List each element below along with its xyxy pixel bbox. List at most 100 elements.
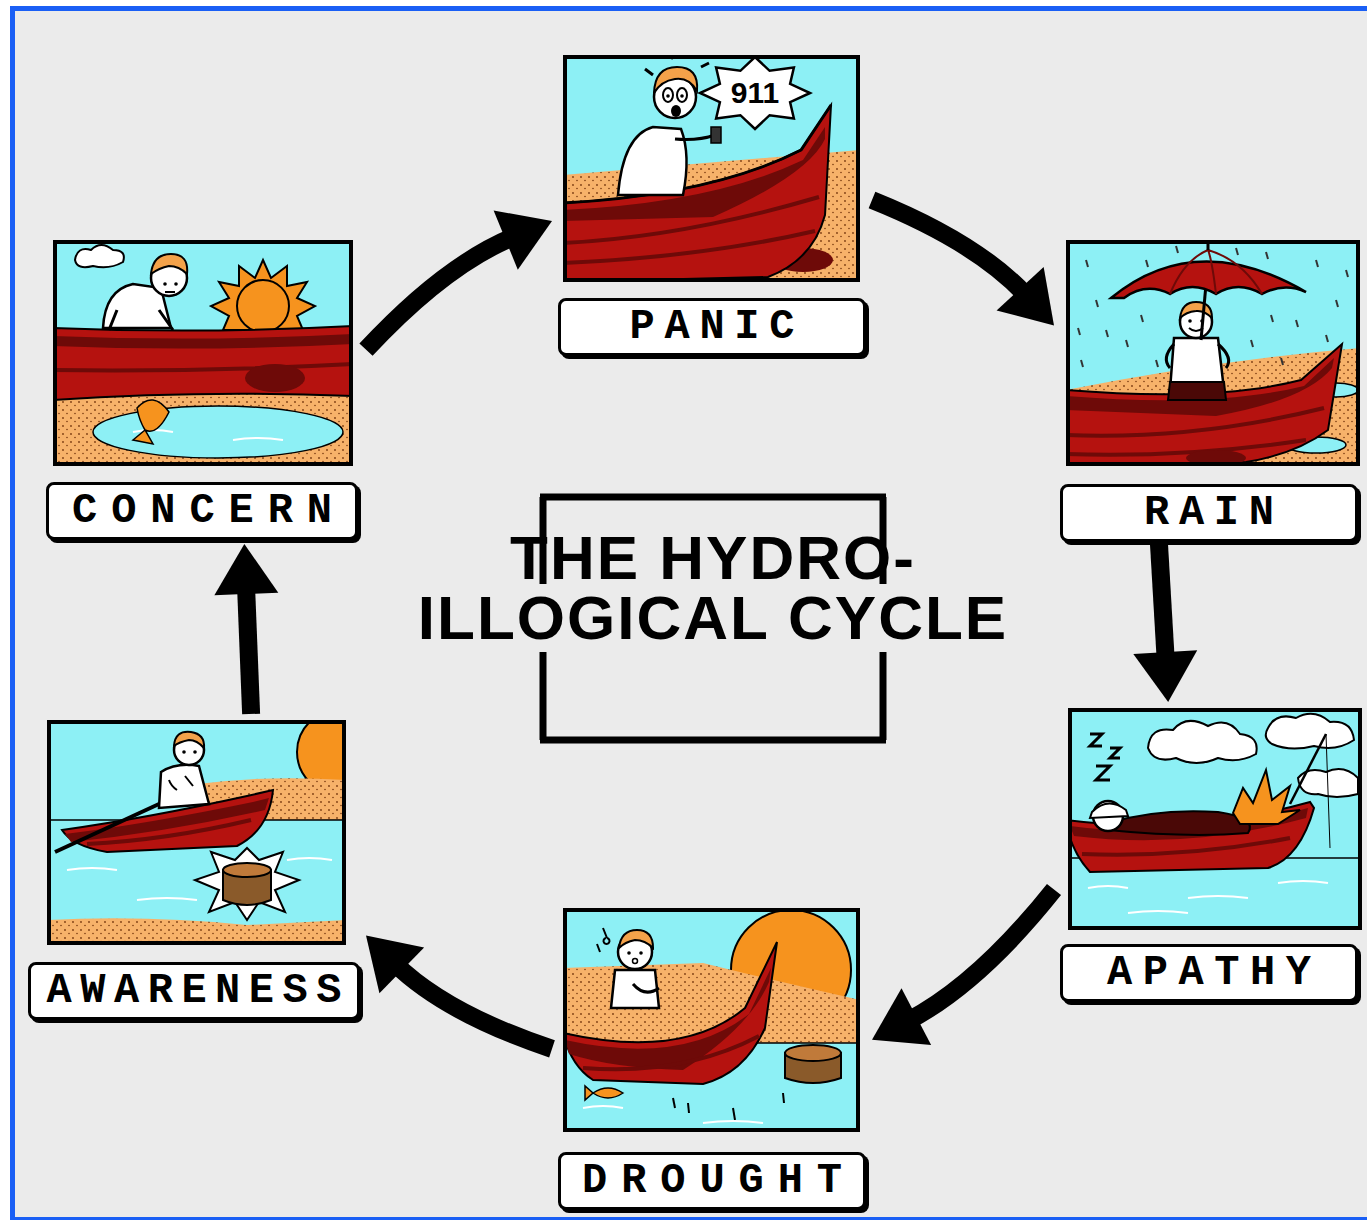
rain-illustration-part-part — [1336, 300, 1338, 307]
drought-illustration-part-part — [688, 1103, 689, 1113]
drought-illustration-part — [673, 1093, 784, 1120]
apathy-illustration-part-part — [1278, 881, 1328, 883]
rain-illustration-part-part — [1156, 360, 1158, 367]
drought-illustration-part — [611, 970, 659, 1008]
concern-illustration-part — [93, 406, 343, 458]
rain-illustration-part-part — [1296, 320, 1298, 327]
diagram-title: THE HYDRO-ILLOGICAL CYCLE — [383, 528, 1043, 648]
panic-illustration-part — [671, 105, 681, 117]
rain-illustration — [1066, 240, 1360, 466]
panic-illustration-part — [565, 57, 858, 280]
concern-illustration-part — [109, 310, 173, 330]
arrow-shaft — [872, 200, 1027, 296]
rain-illustration-part-part — [1086, 260, 1088, 267]
concern-illustration — [53, 240, 353, 466]
rain-illustration-part-part — [1126, 340, 1128, 347]
apathy-illustration — [1068, 708, 1362, 930]
rain-illustration-part-part — [1081, 360, 1083, 367]
awareness-illustration-part-part — [137, 898, 197, 900]
rain-illustration-part — [1068, 242, 1358, 464]
drought-illustration-part — [583, 1036, 759, 1069]
awareness-illustration-part — [49, 722, 344, 943]
cycle-arrow — [214, 544, 278, 714]
stage-panel: PANIC — [556, 52, 868, 354]
rain-illustration-part — [1180, 302, 1212, 318]
panic-illustration-part — [711, 127, 721, 143]
cycle-arrow — [366, 210, 552, 349]
apathy-illustration-part — [1326, 734, 1330, 848]
arrow-shaft — [907, 890, 1054, 1022]
drought-illustration-part — [563, 908, 860, 1132]
drought-illustration-part — [585, 1086, 623, 1100]
awareness-illustration-part-part — [287, 858, 332, 860]
rain-illustration-part — [1066, 240, 1360, 466]
apathy-illustration-part — [1233, 770, 1300, 824]
rain-illustration-part-part — [1141, 315, 1143, 322]
drought-illustration-part-part — [673, 1098, 675, 1108]
rain-illustration-part-part — [1271, 315, 1273, 322]
concern-illustration-part — [53, 390, 353, 466]
rain-illustration-part-part — [1176, 246, 1178, 253]
awareness-illustration-part — [182, 750, 186, 754]
rain-illustration-part-part — [1251, 340, 1253, 347]
apathy-illustration-part-part — [1096, 766, 1110, 780]
title-frame-part-part — [540, 494, 886, 501]
panic-illustration-part — [563, 197, 819, 243]
concern-illustration-part — [245, 364, 305, 392]
rain-illustration-part-part — [1281, 358, 1283, 365]
rain-illustration-part — [1166, 344, 1228, 368]
stage-panel: RAIN — [1058, 238, 1364, 540]
drought-illustration-part-part — [703, 1121, 763, 1123]
title-frame-part-part — [880, 652, 887, 740]
apathy-illustration-part — [1108, 811, 1250, 835]
title-frame-part-part — [540, 737, 886, 744]
apathy-illustration-part — [1290, 734, 1326, 804]
awareness-illustration-part — [193, 750, 197, 754]
rain-illustration-part-part — [1078, 328, 1080, 335]
stage-label: RAIN — [1134, 490, 1283, 536]
concern-illustration-part — [53, 326, 353, 400]
panic-illustration-part — [563, 105, 831, 282]
apathy-illustration-part-part — [1128, 911, 1188, 913]
arrow-shaft — [246, 584, 251, 714]
stage-label: PANIC — [620, 304, 804, 350]
apathy-illustration-part — [1090, 803, 1128, 818]
panic-illustration-part — [563, 105, 831, 203]
stage-panel: CONCERN — [44, 238, 362, 540]
apathy-illustration-part-part — [1090, 734, 1102, 746]
apathy-illustration-part — [1070, 710, 1360, 928]
arrow-head — [494, 210, 552, 269]
drought-illustration-part — [639, 951, 643, 955]
concern-illustration-part — [237, 280, 289, 332]
rain-illustration-part-part — [1326, 335, 1328, 342]
concern-illustration-part — [174, 282, 178, 286]
arrow-head — [1133, 650, 1197, 702]
drought-illustration-part-part — [733, 1108, 735, 1120]
stage-label: CONCERN — [58, 488, 346, 534]
drought-illustration-part-part — [583, 1106, 623, 1108]
awareness-illustration-part — [87, 820, 251, 844]
drought-illustration-part — [583, 1106, 763, 1123]
awareness-illustration-part — [55, 798, 172, 852]
concern-illustration-part — [133, 400, 169, 444]
rain-illustration-part — [1168, 382, 1226, 400]
panic-illustration-part — [666, 94, 670, 98]
arrow-shaft — [366, 236, 515, 350]
concern-illustration-part — [75, 245, 124, 267]
apathy-illustration-part-part — [1088, 886, 1128, 888]
stage-label: DROUGHT — [568, 1158, 856, 1204]
awareness-illustration-part — [169, 776, 193, 790]
stage-label: APATHY — [1096, 950, 1321, 996]
apathy-illustration-part — [1088, 881, 1328, 913]
panic-illustration-part — [700, 57, 810, 129]
apathy-illustration-part-part — [1266, 714, 1354, 749]
rain-illustration-part — [1078, 246, 1348, 367]
apathy-illustration-part — [1090, 734, 1120, 780]
panic-illustration — [563, 55, 860, 282]
drought-illustration-part — [785, 1045, 841, 1061]
panic-illustration-part — [663, 88, 673, 102]
rain-illustration-part-part — [1316, 260, 1318, 267]
rain-illustration-part-part — [1266, 252, 1268, 259]
arrow-head — [997, 267, 1054, 325]
concern-illustration-part — [151, 254, 187, 274]
